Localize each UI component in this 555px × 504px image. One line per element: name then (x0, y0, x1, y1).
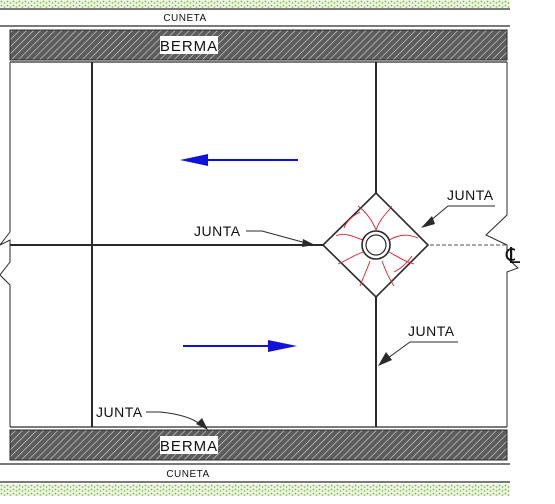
cuneta-label-bottom: CUNETA (166, 469, 209, 480)
junta-leader-right-bottom (378, 341, 458, 366)
grass-strip-top (0, 0, 510, 8)
junta-leader-bottom-left (146, 411, 208, 430)
berma-top (9, 29, 508, 61)
berma-bottom (9, 429, 508, 461)
manhole-inner-ring (365, 234, 387, 256)
crack-lines (335, 205, 419, 287)
break-line-right (485, 62, 519, 427)
junta-label-right-top: JUNTA (447, 187, 494, 203)
junta-label-center-left: JUNTA (194, 223, 241, 239)
break-line-left (0, 62, 11, 427)
centerline-symbol: ℄ (505, 243, 521, 268)
grass-strip-bottom (0, 484, 510, 496)
berma-label-top: BERMA (160, 38, 218, 55)
berma-label-bottom: BERMA (160, 438, 218, 455)
traffic-arrow-right (183, 340, 297, 352)
berma-bottom-label-bg (160, 436, 218, 454)
traffic-arrow-left (180, 154, 298, 166)
junta-leader-right-top (421, 205, 495, 228)
cuneta-label-top: CUNETA (163, 13, 206, 24)
junta-label-bottom-left: JUNTA (96, 404, 143, 420)
berma-top-label-bg (160, 36, 218, 54)
junta-leader-center-left (246, 230, 315, 247)
junta-label-right-bottom: JUNTA (408, 323, 455, 339)
